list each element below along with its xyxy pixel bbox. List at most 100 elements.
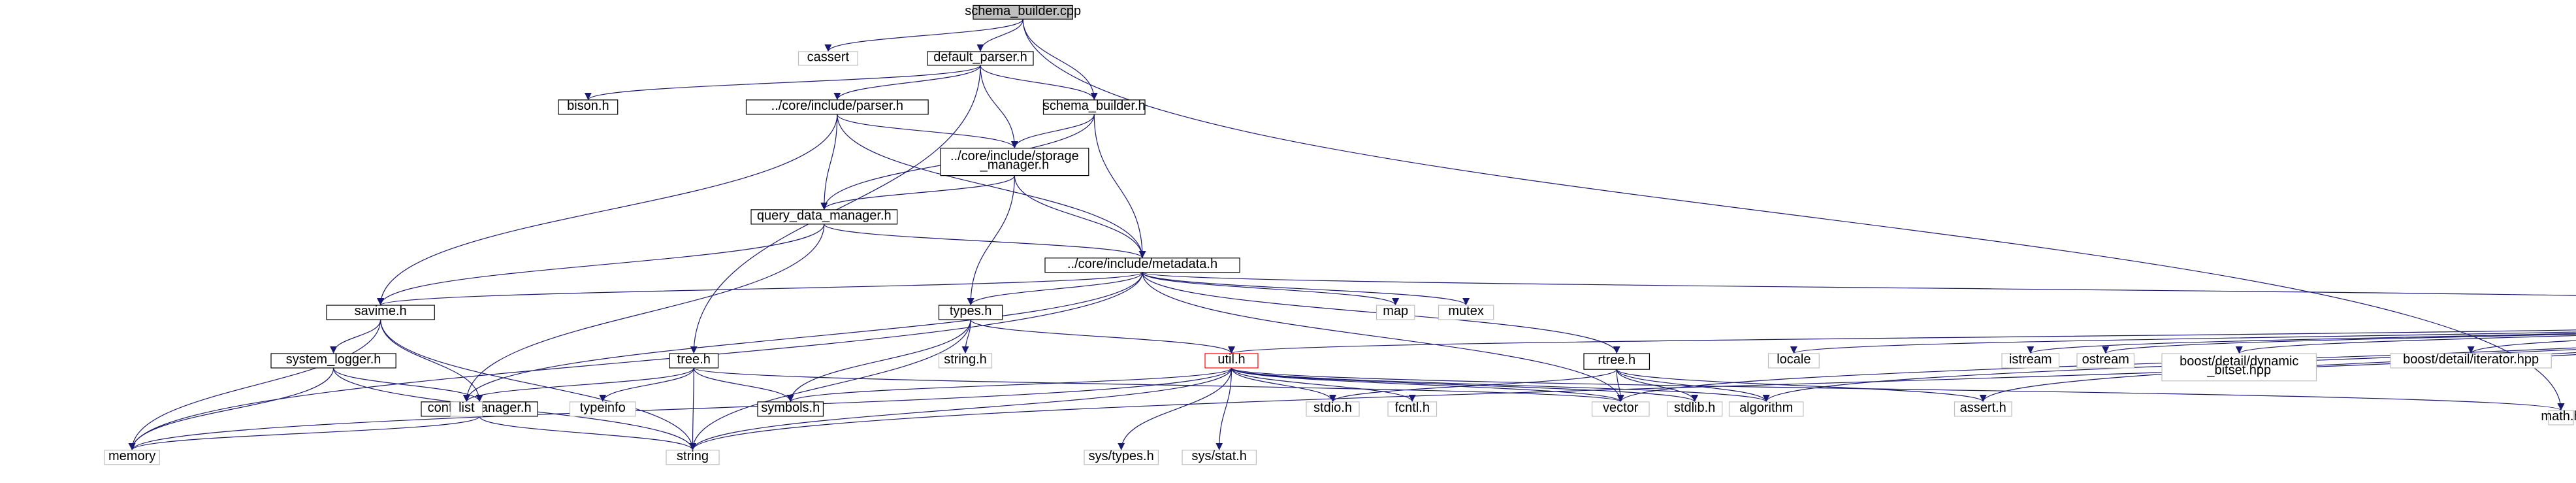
node-default-parser-h[interactable]: default_parser.h: [927, 50, 1034, 66]
node-core-parser-h[interactable]: ../core/include/parser.h: [745, 99, 929, 115]
node-box: [750, 209, 898, 225]
edge-rtree_h-to-algorithm: [1616, 369, 1770, 403]
node-box: [1767, 353, 1820, 369]
node-label: stdlib.h: [1674, 401, 1715, 415]
node-schema-builder-cpp: schema_builder.cpp: [965, 4, 1081, 20]
node-bison-h[interactable]: bison.h: [558, 99, 619, 115]
edge-util_h-to-sys_types_h: [1118, 367, 1232, 450]
edge-tree_h-to-symbols_h: [693, 367, 794, 403]
node-memory: memory: [104, 449, 160, 465]
node-label: typeinfo: [580, 401, 626, 415]
edge-schema_builder_cpp-to-cassert: [824, 19, 1023, 52]
node-label: string.h: [944, 352, 987, 367]
node-box: [1583, 353, 1650, 370]
node-box: [2076, 353, 2135, 369]
edge-storage_manager_h-to-metadata_h: [1014, 175, 1146, 258]
node-box: [940, 148, 1089, 176]
edge-util_h-to-sys_stat_h: [1216, 367, 1232, 450]
node-label: mutex: [1448, 304, 1483, 318]
edge-metadata_h-to-dynamic_bitset_h: [1142, 272, 2576, 296]
edge-rtree_h-to-stdio_h: [1329, 369, 1617, 403]
edge-dynamic_bitset_h-to-locale: [1790, 331, 2576, 354]
node-mutex: mutex: [1438, 304, 1494, 320]
edge-tree_h-to-typeinfo: [599, 367, 694, 403]
node-box: [1044, 258, 1240, 273]
node-boost-detail-iterator-hpp: boost/detail/iterator.hpp: [2390, 352, 2552, 369]
node-savime-h[interactable]: savime.h: [326, 304, 435, 320]
node-box: [1438, 305, 1494, 320]
node-vector: vector: [1591, 401, 1650, 417]
edge-dynamic_bitset_h-to-boost_detail_iterator_hpp: [2467, 340, 2576, 354]
edge-schema_builder_h-to-storage_manager_h: [1010, 114, 1095, 148]
node-box: [757, 401, 824, 417]
edge-core_parser_h-to-savime_h: [377, 114, 838, 306]
node-label: string: [677, 449, 709, 463]
node-types-h[interactable]: types.h: [938, 304, 1003, 320]
node-label: vector: [1603, 401, 1639, 415]
node-label: _manager.h: [980, 158, 1050, 172]
node-label: ../core/include/storage: [950, 149, 1079, 163]
edge-query_data_manager_h-to-metadata_h: [824, 224, 1146, 259]
node-schema-builder-h[interactable]: schema_builder.h: [1042, 99, 1146, 115]
node-map: map: [1376, 304, 1415, 320]
node-label: sys/stat.h: [1191, 449, 1246, 463]
edge-tree_h-to-list: [462, 367, 694, 403]
node-box: [326, 305, 435, 320]
node-list: list: [450, 401, 483, 417]
node-algorithm: algorithm: [1728, 401, 1804, 417]
edge-default_parser_h-to-bison_h: [585, 65, 981, 101]
node-util-h: util.h: [1204, 352, 1259, 369]
node-sys-types-h: sys/types.h: [1084, 449, 1159, 465]
edge-util_h-to-stdio_h: [1231, 367, 1336, 403]
edge-savime_h-to-memory: [128, 320, 381, 450]
edge-core_parser_h-to-query_data_manager_h: [820, 114, 838, 210]
node-box: [938, 353, 993, 369]
node-math-h: math.h: [2541, 409, 2576, 425]
edge-metadata_h-to-list: [462, 272, 1143, 402]
edge-schema_builder_cpp-to-schema_builder_h: [1022, 19, 1098, 100]
edge-tree_h-to-string: [689, 367, 697, 450]
edge-util_h-to-string: [689, 367, 1232, 450]
node-label: assert.h: [1960, 401, 2006, 415]
node-label: list: [459, 401, 475, 415]
node-metadata-h[interactable]: ../core/include/metadata.h: [1044, 257, 1240, 273]
edge-config_manager_h-to-memory: [128, 416, 480, 451]
edge-default_parser_h-to-storage_manager_h: [980, 65, 1018, 148]
node-label: math.h: [2541, 409, 2576, 424]
node-storage-manager-h[interactable]: ../core/include/storage_manager.h: [940, 148, 1089, 176]
edge-dynamic_bitset_h-to-ostream: [2102, 333, 2576, 354]
edge-metadata_h-to-savime_h: [377, 272, 1143, 306]
node-rtree-h[interactable]: rtree.h: [1583, 353, 1650, 370]
node-istream: istream: [2001, 352, 2060, 369]
edge-metadata_h-to-vector: [1142, 272, 1624, 402]
node-system-logger-h[interactable]: system_logger.h: [270, 352, 396, 369]
edge-dynamic_bitset_h-to-boost_detail_dynamic_bitset_hpp: [2236, 335, 2576, 354]
edge-metadata_h-to-memory: [128, 272, 1143, 450]
edge-metadata_h-to-types_h: [967, 272, 1143, 306]
node-box: [1042, 99, 1146, 115]
edge-util_h-to-vector: [1231, 367, 1624, 403]
edge-types_h-to-symbols_h: [786, 320, 971, 402]
node-box: [1387, 401, 1438, 417]
node-box: [1728, 401, 1804, 417]
edge-default_parser_h-to-core_parser_h: [833, 65, 981, 101]
node-label: ostream: [2082, 352, 2129, 367]
node-label: sys/types.h: [1089, 449, 1154, 463]
node-box: [666, 450, 720, 465]
node-label: boost/detail/dynamic: [2180, 354, 2298, 369]
edge-savime_h-to-string: [380, 320, 696, 450]
node-label: schema_builder.cpp: [965, 4, 1081, 18]
node-box: [270, 353, 396, 369]
node-box: [104, 450, 160, 465]
edge-default_parser_h-to-schema_builder_h: [980, 65, 1098, 101]
node-box: [1182, 450, 1257, 465]
node-box: [2001, 353, 2060, 369]
edge-util_h-to-algorithm: [1231, 367, 1770, 403]
node-symbols-h[interactable]: symbols.h: [757, 401, 824, 417]
edge-storage_manager_h-to-query_data_manager_h: [820, 175, 1015, 210]
edge-core_parser_h-to-metadata_h: [837, 114, 1146, 258]
node-query-data-manager-h[interactable]: query_data_manager.h: [750, 208, 898, 225]
node-label: istream: [2009, 352, 2052, 367]
node-tree-h[interactable]: tree.h: [669, 352, 719, 369]
